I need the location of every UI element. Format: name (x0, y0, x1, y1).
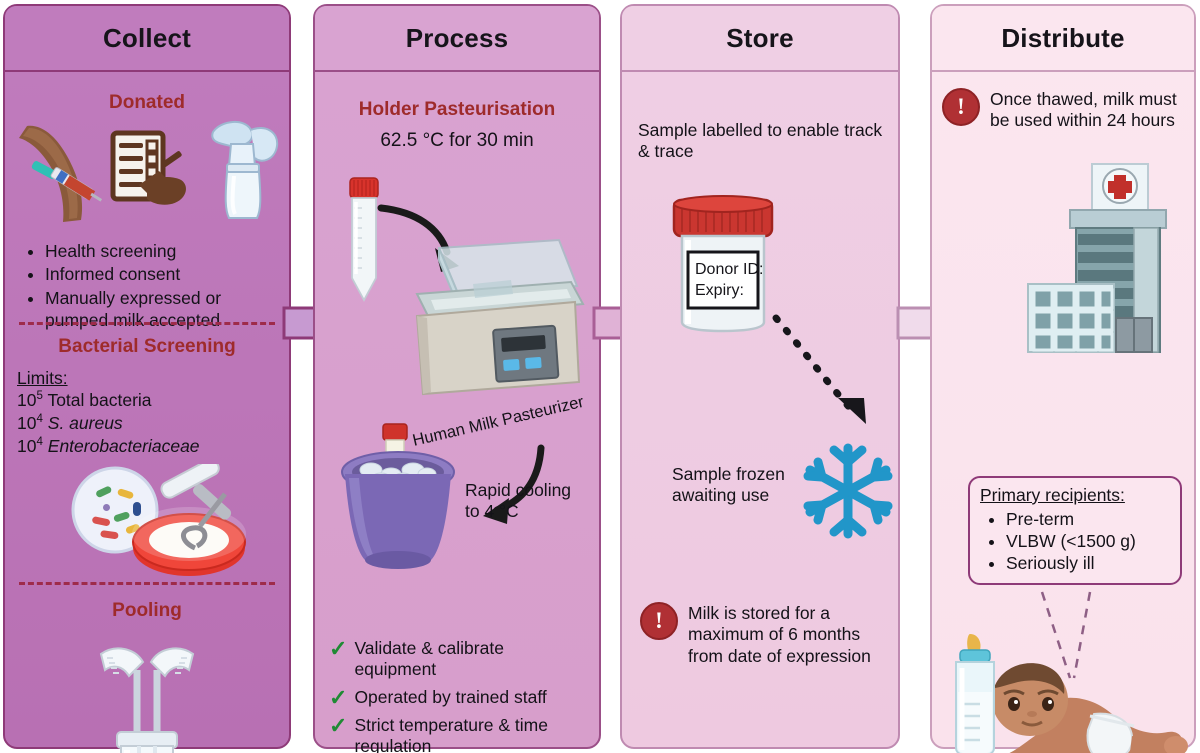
checklist-text: Operated by trained staff (354, 686, 547, 707)
section-heading-donated: Donated (109, 92, 185, 113)
list-item: ✓ Validate & calibrate equipment (329, 638, 587, 681)
checklist-text: Validate & calibrate equipment (354, 638, 504, 680)
cooling-label: Rapid cooling to 4 °C (465, 480, 585, 522)
centrifuge-tube-icon (343, 174, 385, 306)
clipboard-consent-icon (105, 127, 193, 225)
list-item: Informed consent (45, 263, 279, 285)
store-track-trace-note: Sample labelled to enable track & trace (638, 120, 883, 162)
limits-label: Limits: (17, 368, 68, 388)
section-heading-bacterial-screening: Bacterial Screening (58, 336, 236, 357)
panel-process-title: Process (405, 22, 509, 53)
section-heading-pooling: Pooling (112, 600, 182, 621)
list-item: ✓ Operated by trained staff (329, 684, 587, 710)
list-item: Health screening (45, 240, 279, 262)
collect-donated-bullets: Health screening Informed consent Manual… (19, 240, 279, 333)
panel-distribute-body: ! Once thawed, milk must be used within … (932, 72, 1194, 753)
panel-store: Store Sample labelled to enable track & … (620, 4, 900, 749)
section-heading-holder-pasteurisation: Holder Pasteurisation (358, 99, 556, 120)
arrow-curved-cooling-icon (455, 444, 555, 532)
store-frozen-note-line1: Sample frozen (672, 464, 785, 484)
limit-exponent: 4 (36, 412, 43, 425)
panel-store-header: Store (622, 6, 898, 72)
specimen-jar-icon: Donor ID: Expiry: (662, 194, 786, 336)
panel-distribute-title: Distribute (1001, 22, 1125, 53)
divider-bacterial-pooling (19, 582, 275, 585)
bacterial-limits-block: Limits: 105 Total bacteria 104 S. aureus… (17, 368, 200, 457)
panel-distribute-header: Distribute (932, 6, 1194, 72)
panel-process: Process Holder Pasteurisation 62.5 °C fo… (313, 4, 601, 753)
milk-pooling-jar-icon (81, 642, 213, 753)
panel-collect: Collect Donated (3, 4, 291, 753)
baby-icon (944, 652, 1190, 753)
petri-dish-icon (67, 464, 247, 586)
pasteurisation-parameters: 62.5 °C for 30 min (380, 130, 534, 151)
arm-blood-draw-icon (13, 120, 111, 228)
dotted-arrow-icon (772, 314, 892, 446)
breast-pump-icon (201, 114, 287, 226)
limit-exponent: 5 (36, 390, 43, 403)
store-warning-text: Milk is stored for a maximum of 6 months… (688, 603, 871, 666)
list-item: VLBW (<1500 g) (1006, 530, 1170, 552)
store-frozen-note-line2: awaiting use (672, 485, 770, 505)
limit-base: 10 (17, 390, 37, 410)
cooling-label-line2: to 4 °C (465, 501, 519, 521)
checklist-text: Strict temperature & time regulation (354, 714, 548, 753)
limit-row: 105 Total bacteria (17, 389, 200, 412)
list-item: Seriously ill (1006, 552, 1170, 574)
hospital-building-icon (1008, 162, 1186, 362)
cooling-label-line1: Rapid cooling (465, 480, 572, 500)
check-icon: ✓ (329, 712, 348, 738)
store-warning: ! Milk is stored for a maximum of 6 mont… (640, 602, 886, 667)
snowflake-icon (800, 440, 896, 542)
limit-text: S. aureus (47, 412, 123, 433)
ice-bucket-icon (335, 412, 463, 572)
limit-text: Total bacteria (47, 390, 152, 410)
distribute-warning: ! Once thawed, milk must be used within … (942, 88, 1184, 132)
panel-distribute: Distribute ! Once thawed, milk must be u… (930, 4, 1196, 753)
water-bath-pasteurizer-icon (401, 234, 591, 406)
limit-exponent: 4 (36, 435, 43, 448)
warning-icon: ! (640, 602, 678, 640)
panel-process-header: Process (315, 6, 599, 72)
limit-base: 10 (17, 435, 37, 456)
process-checklist: ✓ Validate & calibrate equipment ✓ Opera… (329, 638, 587, 753)
callout-lines-icon (1012, 590, 1142, 690)
primary-recipients-box: Primary recipients: Pre-term VLBW (<1500… (968, 476, 1182, 586)
list-item: ✓ Strict temperature & time regulation (329, 712, 587, 753)
baby-bottle-icon (940, 632, 1014, 753)
check-icon: ✓ (329, 636, 348, 661)
panel-collect-body: Donated (5, 72, 289, 753)
primary-recipients-title: Primary recipients: (980, 485, 1125, 505)
panel-process-body: Holder Pasteurisation 62.5 °C for 30 min (315, 72, 599, 753)
svg-text:Expiry:: Expiry: (695, 282, 744, 299)
limit-base: 10 (17, 412, 37, 433)
check-icon: ✓ (329, 684, 348, 710)
store-frozen-note: Sample frozen awaiting use (672, 464, 802, 506)
list-item: Manually expressed or pumped milk accept… (45, 287, 279, 332)
primary-recipients-list: Pre-term VLBW (<1500 g) Seriously ill (980, 508, 1170, 574)
panel-store-title: Store (726, 22, 794, 53)
divider-donated-bacterial (19, 322, 275, 325)
warning-icon: ! (942, 88, 980, 126)
panel-collect-header: Collect (5, 6, 289, 72)
panel-store-body: Sample labelled to enable track & trace … (622, 72, 898, 747)
svg-text:Donor ID:: Donor ID: (695, 261, 763, 278)
panel-collect-title: Collect (102, 22, 192, 53)
limit-text: Enterobacteriaceae (47, 435, 200, 456)
limit-row: 104 Enterobacteriaceae (17, 435, 200, 458)
limit-row: 104 S. aureus (17, 412, 200, 435)
list-item: Pre-term (1006, 508, 1170, 530)
distribute-warning-text: Once thawed, milk must be used within 24… (990, 89, 1177, 131)
